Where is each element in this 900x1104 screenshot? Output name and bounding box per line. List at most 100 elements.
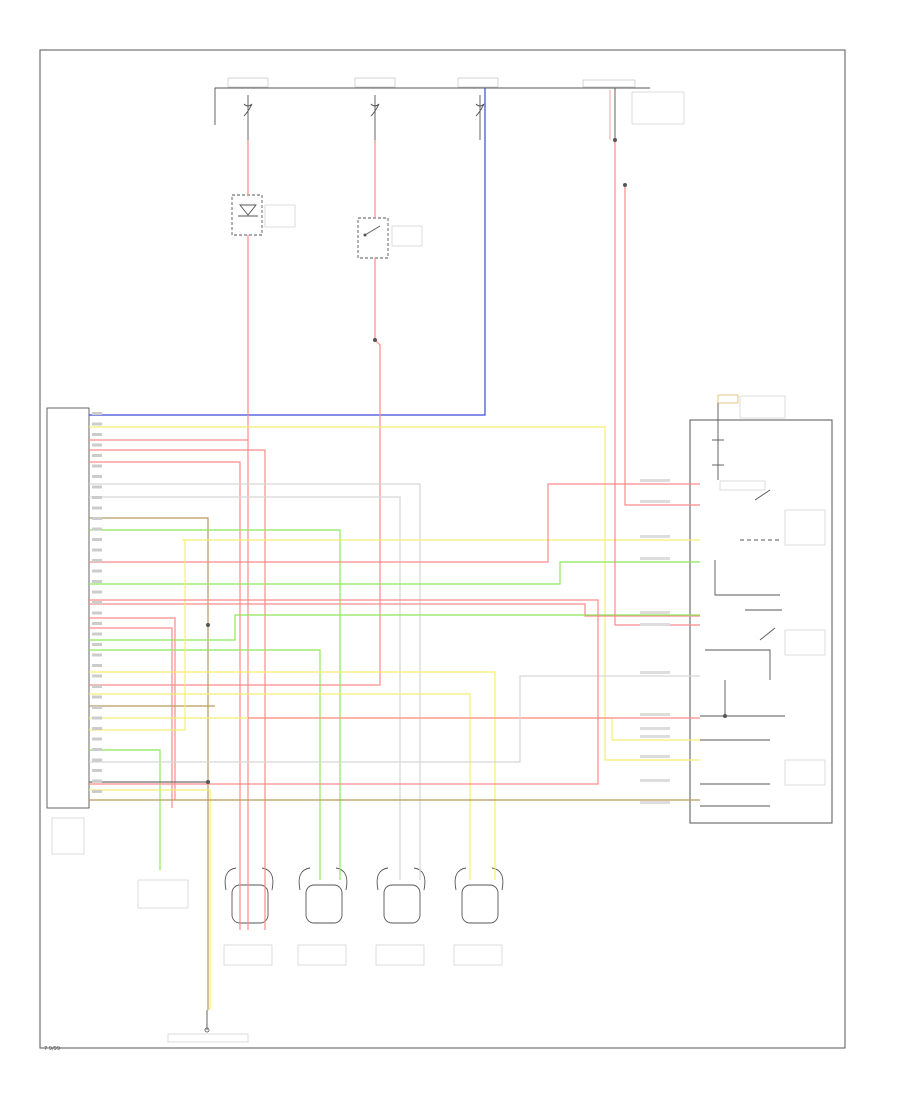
data-link-connector	[137, 879, 189, 909]
left-rear-wheel-sensor	[375, 867, 426, 966]
module-label	[51, 817, 85, 855]
wire-red-17	[89, 627, 173, 808]
terminal-mark	[640, 535, 670, 538]
terminal-mark	[640, 500, 670, 503]
right-rear-wheel-sensor	[453, 867, 504, 966]
wires-layer	[89, 88, 727, 1010]
junction-dot	[373, 338, 377, 342]
wire-red-33	[624, 185, 700, 506]
terminal-mark	[92, 737, 102, 741]
terminal-mark	[640, 611, 670, 614]
terminal-mark	[640, 735, 670, 738]
terminal-mark	[640, 557, 670, 560]
terminal-mark	[92, 758, 102, 762]
wire-green-26	[89, 749, 161, 870]
terminal-mark	[640, 479, 670, 482]
terminal-mark	[92, 727, 102, 730]
wire-red-13	[89, 483, 700, 563]
wire-red-16	[89, 617, 176, 800]
terminal-mark	[92, 538, 102, 541]
terminal-mark	[92, 632, 102, 636]
terminal-mark	[92, 611, 102, 615]
wire-red-3	[89, 140, 381, 686]
terminal-mark	[640, 801, 670, 804]
terminal-mark	[640, 779, 670, 782]
wire-red-6	[89, 449, 266, 930]
wire-red-32	[614, 140, 700, 626]
terminal-mark	[92, 475, 102, 478]
terminal-mark	[92, 569, 102, 573]
terminal-mark	[92, 527, 102, 531]
terminal-mark	[640, 727, 670, 730]
terminal-mark	[92, 496, 102, 499]
fuse-right	[475, 95, 485, 140]
terminal-mark	[640, 671, 670, 674]
abs-relay-box	[689, 394, 833, 824]
junction-dot	[206, 780, 210, 784]
figure-code: 7 9/99	[44, 1046, 60, 1052]
wire-yellow-4	[89, 426, 700, 761]
fuse-middle	[370, 95, 380, 140]
terminal-mark	[640, 713, 670, 716]
terminal-mark	[92, 580, 102, 583]
terminal-mark	[92, 674, 102, 678]
terminal-mark	[92, 485, 102, 489]
wire-blue-1	[89, 88, 486, 416]
bus-label-block	[227, 77, 269, 88]
wire-yellow-29	[89, 789, 211, 1010]
terminal-mark	[92, 590, 102, 594]
wheel-speed-sensors	[223, 867, 504, 966]
terminal-mark	[92, 769, 102, 772]
diode-left	[231, 194, 296, 236]
wire-white-8	[89, 483, 421, 880]
terminal-mark	[92, 601, 102, 604]
wire-tan-10	[89, 517, 209, 1010]
terminal-mark	[92, 412, 102, 415]
wire-green-14	[89, 561, 700, 585]
junction-dot	[206, 623, 210, 627]
abs-control-module	[46, 407, 90, 855]
wire-red-15	[89, 603, 700, 617]
labels-layer	[92, 412, 670, 804]
terminal-mark	[640, 623, 670, 626]
junction-dot	[723, 714, 727, 718]
ground-point	[167, 1010, 249, 1043]
terminal-mark	[92, 653, 102, 657]
terminal-mark	[92, 779, 102, 783]
terminal-mark	[92, 464, 102, 468]
terminal-mark	[92, 685, 102, 688]
wire-yellow-23	[89, 717, 700, 741]
right-front-wheel-sensor	[297, 867, 348, 966]
junction-dot	[623, 183, 627, 187]
terminal-mark	[92, 517, 102, 520]
terminal-mark	[640, 755, 670, 758]
terminal-mark	[92, 433, 102, 436]
terminal-mark	[92, 695, 102, 699]
left-front-wheel-sensor	[223, 867, 274, 966]
terminal-mark	[92, 454, 102, 457]
terminal-mark	[92, 559, 102, 562]
terminal-mark	[92, 748, 102, 751]
wire-white-27	[89, 675, 700, 763]
diagram-border	[39, 49, 846, 1049]
bus-label-block	[582, 79, 636, 88]
terminal-mark	[92, 548, 102, 552]
wire-yellow-20	[89, 671, 496, 880]
brake-switch	[357, 217, 423, 259]
terminal-mark	[92, 643, 102, 646]
terminal-mark	[92, 422, 102, 426]
terminal-mark	[92, 706, 102, 709]
wire-green-19	[89, 649, 321, 880]
wire-yellow-24	[89, 540, 186, 731]
terminal-mark	[92, 664, 102, 667]
terminal-mark	[92, 790, 102, 793]
bus-label-block	[457, 77, 499, 88]
wire-white-9	[89, 496, 401, 880]
terminal-mark	[92, 716, 102, 720]
bus-label-block	[354, 77, 396, 88]
fuse-left	[243, 95, 253, 140]
terminal-mark	[92, 622, 102, 625]
fuse-box-label	[631, 91, 685, 125]
wire-yellow-21	[89, 693, 471, 880]
power-bus	[214, 77, 685, 125]
